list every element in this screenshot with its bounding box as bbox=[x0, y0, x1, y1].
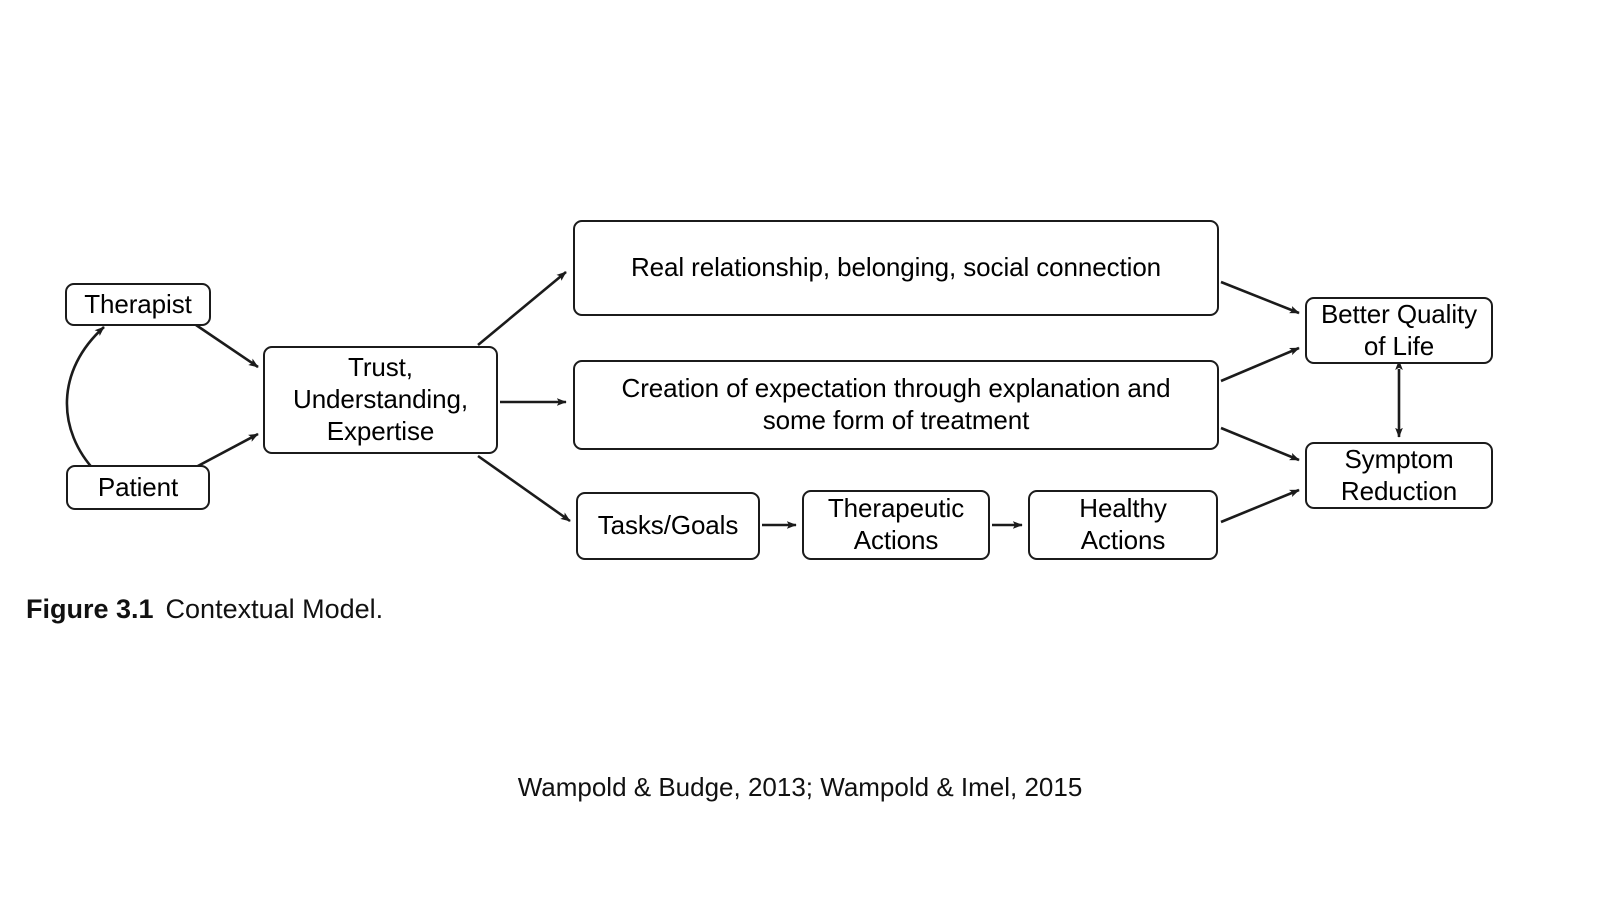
node-symptom-reduction[interactable]: Symptom Reduction bbox=[1305, 442, 1493, 509]
node-therapeutic-actions[interactable]: Therapeutic Actions bbox=[802, 490, 990, 560]
node-real-relationship[interactable]: Real relationship, belonging, social con… bbox=[573, 220, 1219, 316]
edge-trust-real-relationship bbox=[477, 270, 567, 347]
edge-therapist-trust bbox=[195, 323, 259, 369]
edge-therapist-patient bbox=[65, 326, 105, 479]
edge-expectation-better-quality bbox=[1220, 346, 1300, 383]
citation-text: Wampold & Budge, 2013; Wampold & Imel, 2… bbox=[517, 772, 1083, 802]
edge-trust-tasks-goals bbox=[477, 454, 571, 523]
edge-patient-trust bbox=[195, 432, 259, 469]
node-patient[interactable]: Patient bbox=[66, 465, 210, 510]
edge-real-relationship-better-quality bbox=[1220, 280, 1300, 315]
figure-caption-text: Contextual Model. bbox=[165, 594, 384, 624]
edge-expectation-symptom-reduction bbox=[1220, 426, 1300, 462]
node-trust-understanding-expertise[interactable]: Trust, Understanding, Expertise bbox=[263, 346, 498, 454]
edge-healthy-actions-symptom-reduction bbox=[1220, 488, 1300, 524]
figure-caption: Figure 3.1 Contextual Model. bbox=[26, 594, 383, 625]
node-healthy-actions[interactable]: Healthy Actions bbox=[1028, 490, 1218, 560]
node-better-quality-of-life[interactable]: Better Quality of Life bbox=[1305, 297, 1493, 364]
node-tasks-goals[interactable]: Tasks/Goals bbox=[576, 492, 760, 560]
node-creation-of-expectation[interactable]: Creation of expectation through explanat… bbox=[573, 360, 1219, 450]
node-therapist[interactable]: Therapist bbox=[65, 283, 211, 326]
figure-caption-label: Figure 3.1 bbox=[26, 594, 154, 624]
